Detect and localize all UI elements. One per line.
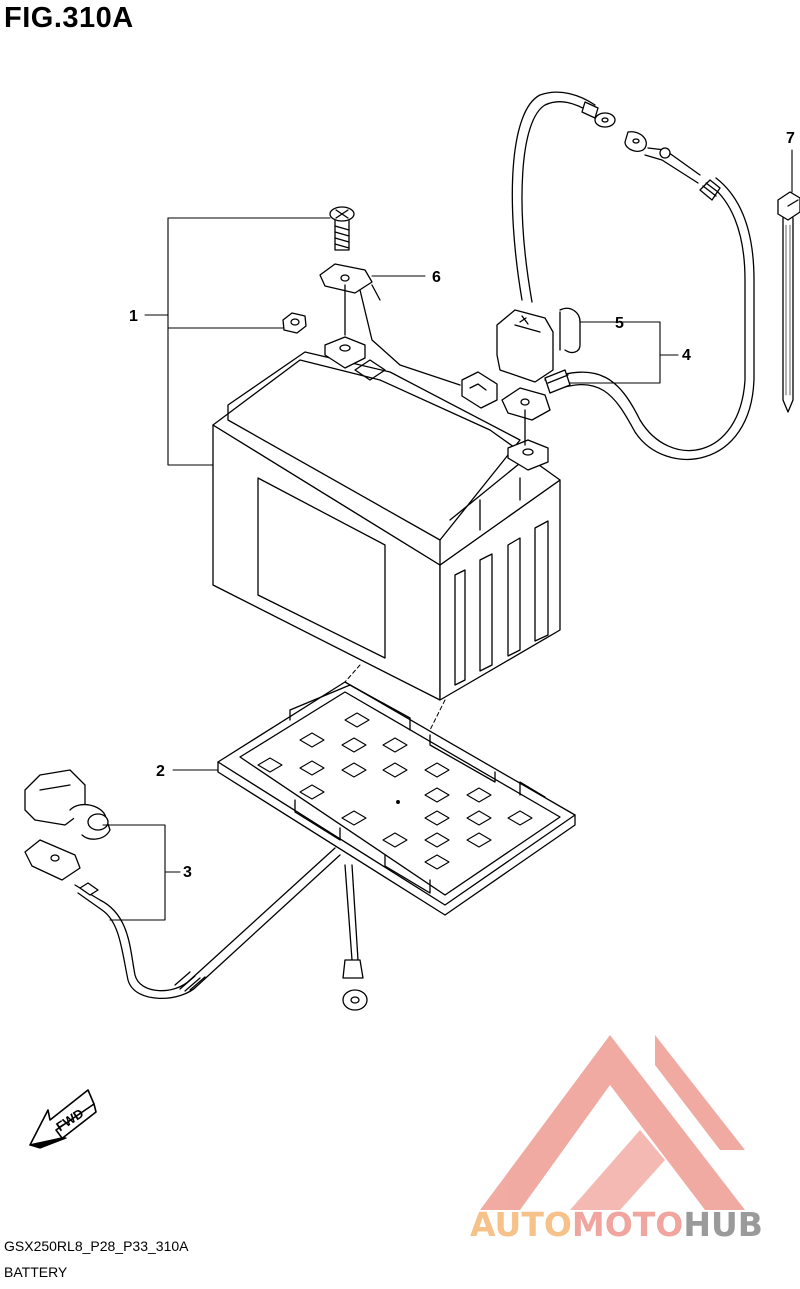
terminal-nut-icon	[282, 312, 307, 334]
model-code: GSX250RL8_P28_P33_310A	[4, 1238, 189, 1254]
fwd-arrow-icon	[29, 1089, 97, 1149]
negative-cable-icon	[24, 769, 368, 1011]
terminal-plate-icon	[319, 263, 461, 386]
callout-7: 7	[786, 130, 795, 147]
cable-tie-icon	[777, 191, 800, 413]
terminal-bolt-icon	[329, 206, 355, 251]
callout-5: 5	[615, 315, 624, 332]
positive-cable-icon	[496, 91, 755, 461]
watermark-word-part-3: HUB	[683, 1205, 763, 1244]
callout-3: 3	[183, 864, 192, 881]
callout-2: 2	[156, 763, 165, 780]
wire-connector-icon	[461, 371, 498, 409]
watermark-word-part-1: AUTO	[470, 1205, 572, 1244]
watermark-logo-icon	[480, 1035, 745, 1210]
watermark-wordmark: AUTOMOTOHUB	[470, 1205, 763, 1244]
callout-1: 1	[129, 308, 138, 325]
battery-tray-icon	[217, 681, 576, 916]
callout-4: 4	[682, 347, 691, 364]
callout-6: 6	[432, 269, 441, 286]
figure-title: FIG.310A	[4, 2, 134, 34]
battery-icon	[212, 336, 561, 701]
callout-leaders	[102, 149, 793, 921]
diagram-caption: BATTERY	[4, 1264, 68, 1280]
watermark-word-part-2: MOTO	[571, 1205, 684, 1244]
